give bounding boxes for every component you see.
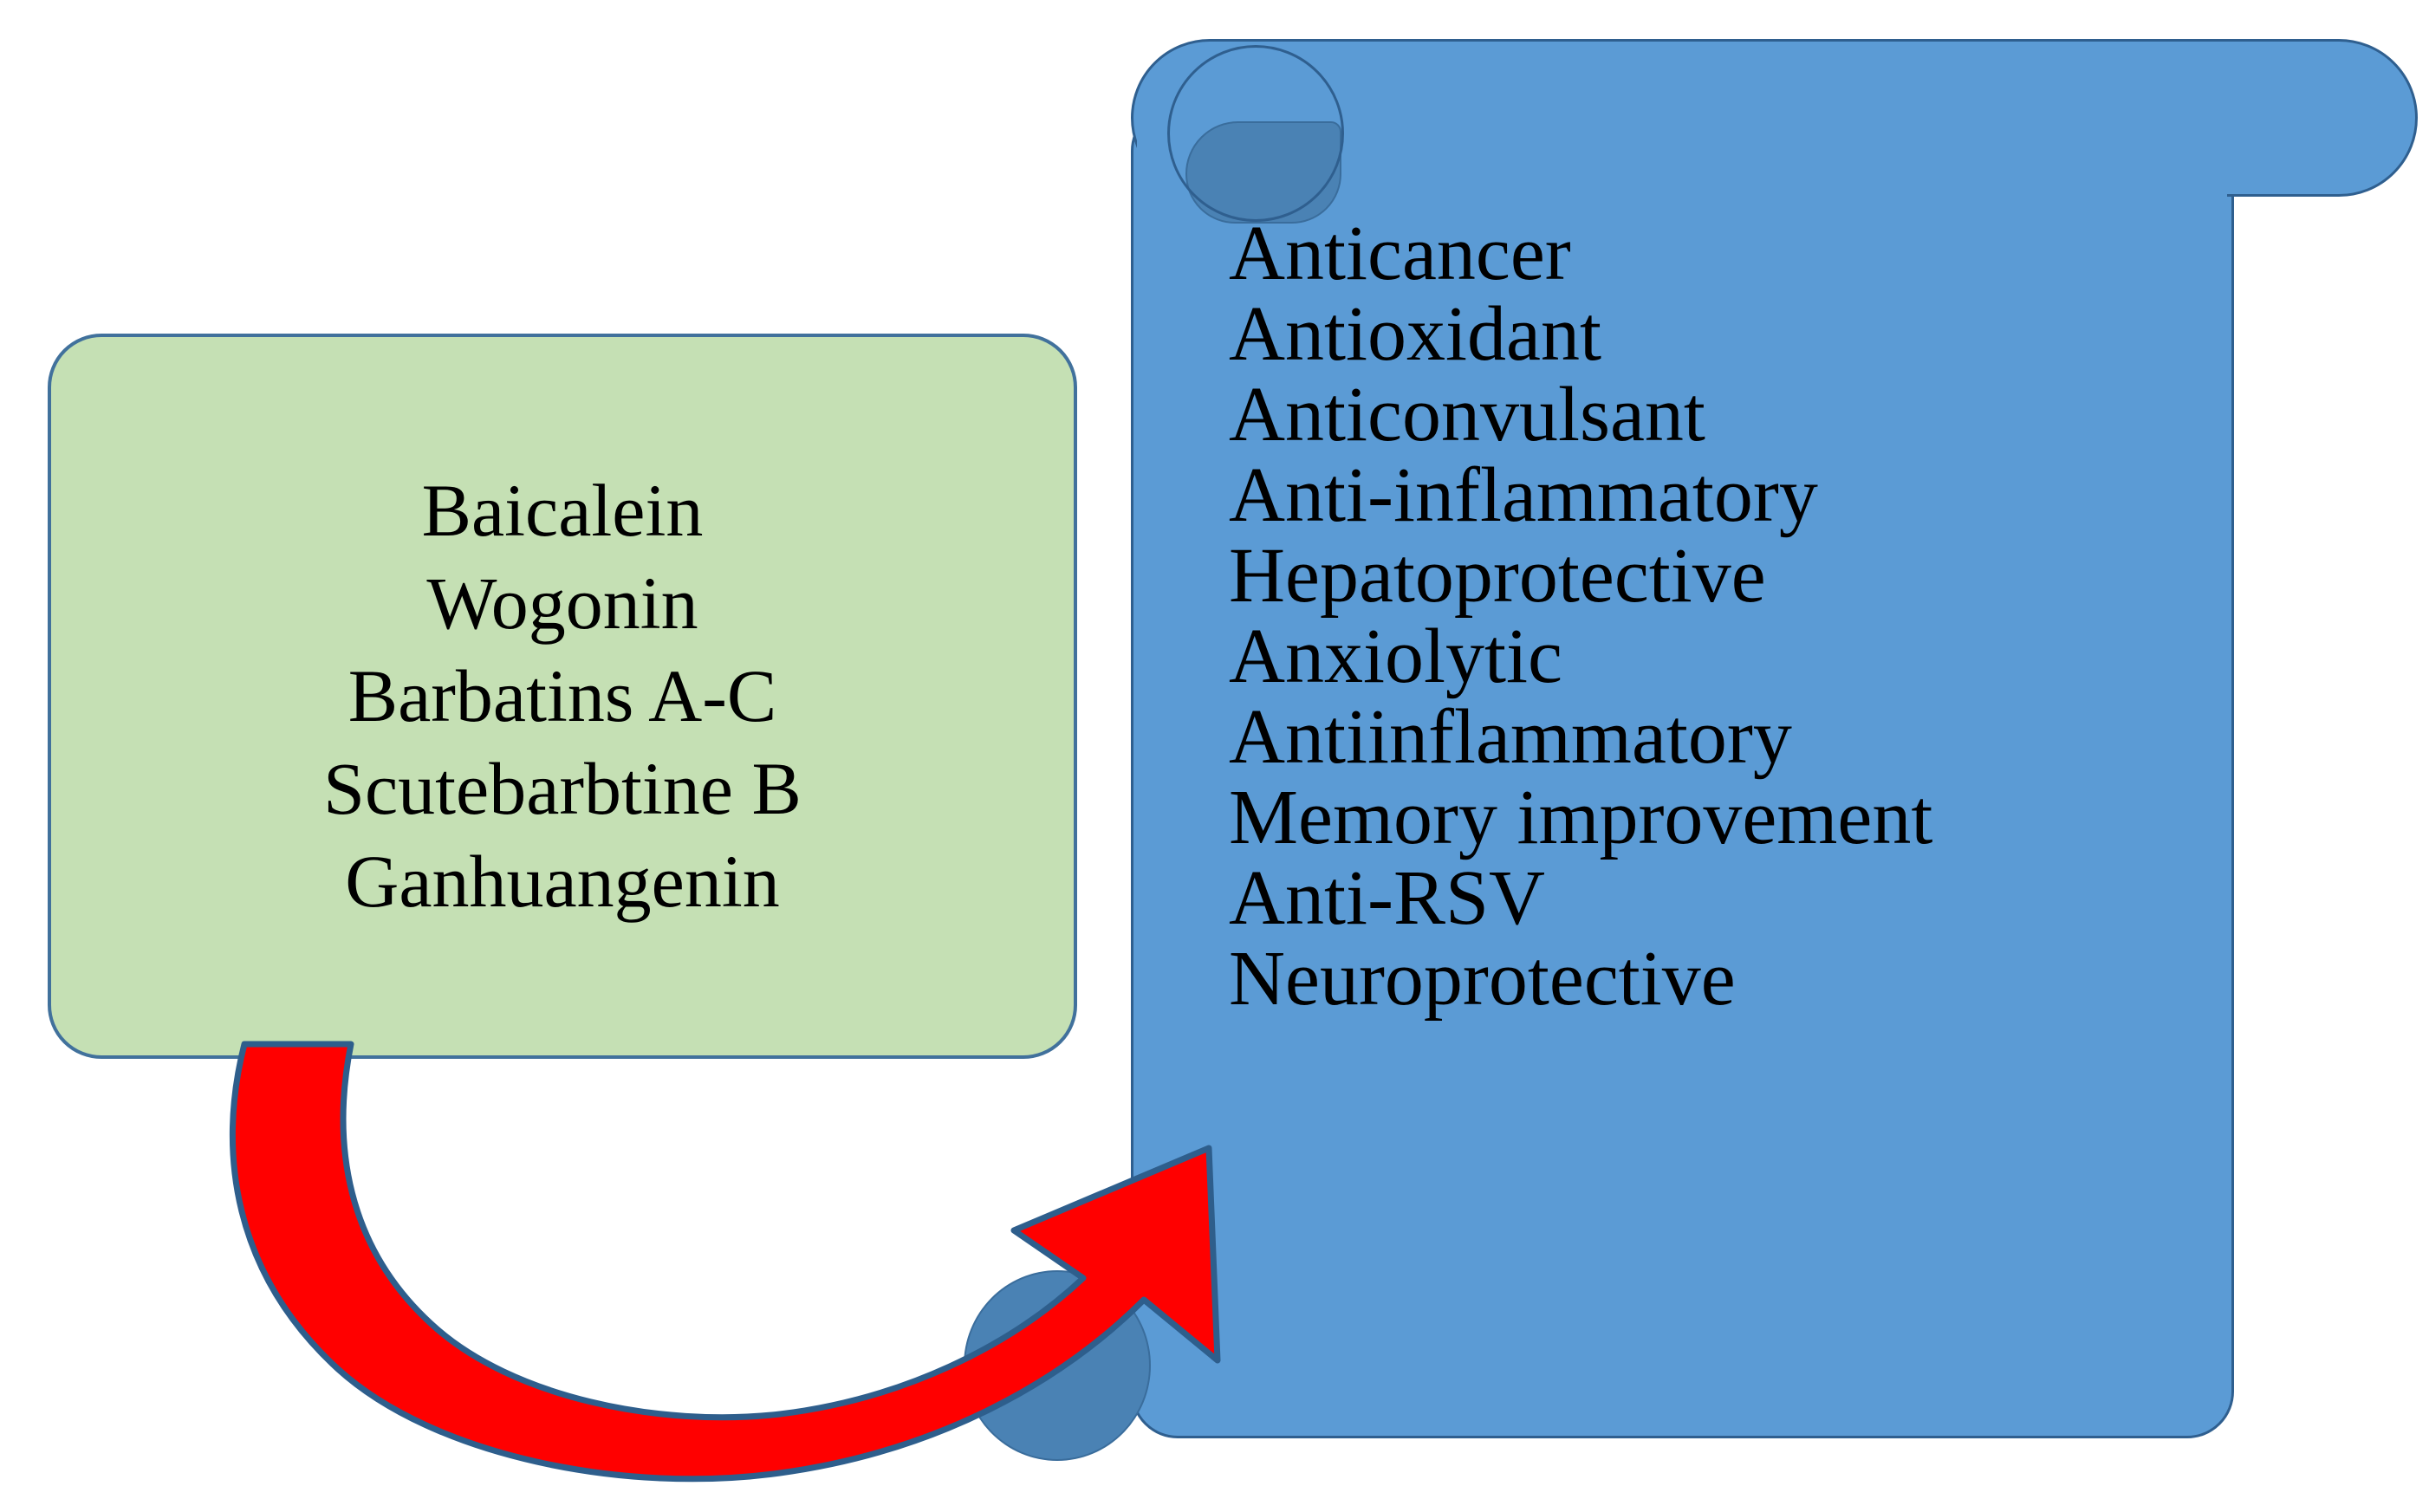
activity-item: Antiinflammatory [1229,694,1792,780]
activity-list: Anticancer Antioxidant Anticonvulsant An… [1229,213,2225,1019]
activity-item: Anxiolytic [1229,613,1562,699]
activity-item: Anti-RSV [1229,855,1546,941]
activity-item: Anticonvulsant [1229,372,1705,457]
activity-item: Antioxidant [1229,291,1601,377]
compound-item: Wogonin [426,561,698,645]
scroll-body [1131,104,2234,1438]
compound-item: Ganhuangenin [345,840,780,923]
compound-item: Baicalein [421,469,704,552]
activity-item: Neuroprotective [1229,936,1736,1022]
compound-item: Barbatins A-C [347,654,777,737]
compound-list-box: Baicalein Wogonin Barbatins A-C Scutebar… [48,334,1077,1059]
activity-item: Anti-inflammatory [1229,452,1818,538]
activity-item: Hepatoprotective [1229,533,1766,619]
activity-item: Memory improvement [1229,775,1933,860]
activity-item: Anticancer [1229,211,1571,296]
scroll-curl-top-ring-icon [1167,45,1344,222]
compound-item: Scutebarbtine B [323,747,802,830]
